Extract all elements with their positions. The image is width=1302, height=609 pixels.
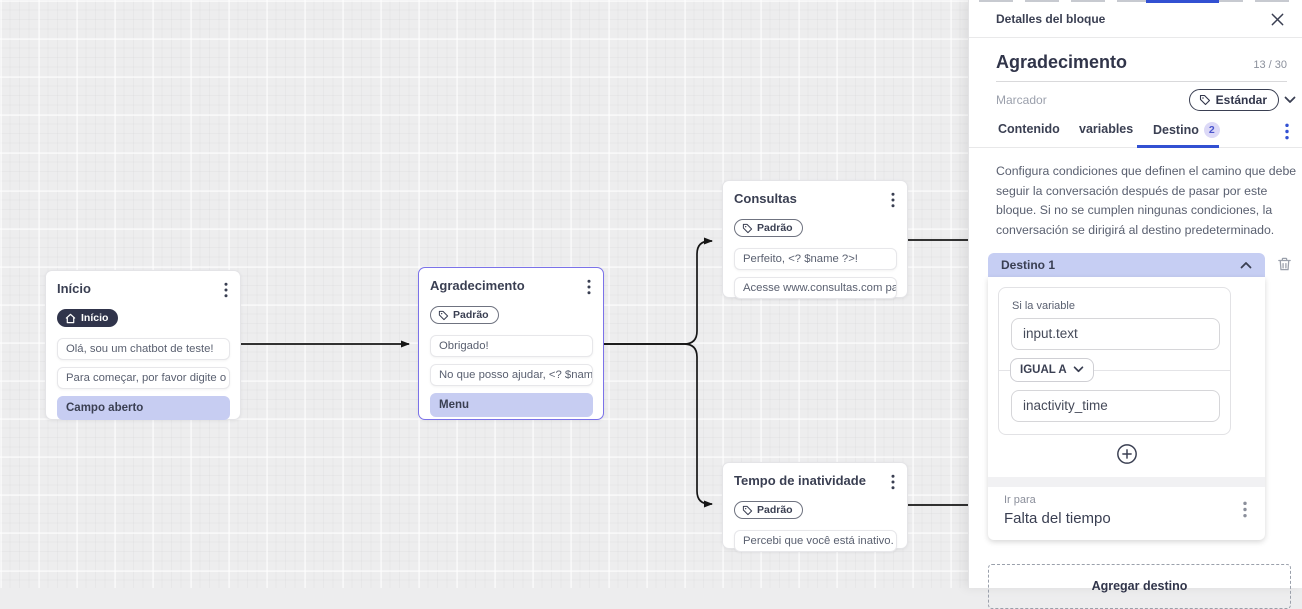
active-tab-underline [1137,145,1219,148]
divider [969,37,1302,38]
chevron-down-icon[interactable] [1284,96,1296,104]
goto-label: Ir para [1004,494,1249,506]
action-row-campo-aberto[interactable]: Campo aberto [57,396,230,420]
message-row[interactable]: Perfeito, <? $name ?>! [734,248,897,270]
node-title: Agradecimento [430,278,525,293]
tab-variables[interactable]: variables [1079,122,1133,136]
message-row[interactable]: No que posso ajudar, <? $name ... [430,364,593,386]
message-row[interactable]: Obrigado! [430,335,593,357]
kebab-menu-icon[interactable] [889,473,897,496]
add-condition-button[interactable] [1116,443,1138,465]
block-name-underline [996,81,1287,82]
chevron-up-icon[interactable] [1240,261,1252,269]
tag-icon [742,505,753,516]
node-agradecimento[interactable]: Agradecimento Padrão Obrigado! No que po… [418,267,604,420]
tag-icon [438,310,449,321]
panel-tabs: Contenido variables Destino 2 [969,118,1302,148]
condition-box: Si la variable IGUAL A [998,287,1231,435]
tab-destino-label: Destino [1153,123,1199,137]
start-badge-label: Início [81,312,108,324]
marker-value-label: Estándar [1216,93,1267,107]
node-title: Início [57,281,91,296]
node-tempo-inatividade[interactable]: Tempo de inatividade Padrão Percebi que … [722,462,908,549]
condition-value-input[interactable] [1011,390,1220,422]
kebab-menu-icon[interactable] [1243,501,1247,523]
marker-value-pill[interactable]: Estándar [1189,89,1279,111]
panel-title: Detalles del bloque [996,12,1105,26]
kebab-menu-icon[interactable] [222,281,230,304]
condition-variable-label: Si la variable [1012,300,1230,312]
destination-header[interactable]: Destino 1 [988,253,1265,277]
chevron-down-icon [1073,366,1084,373]
node-title: Consultas [734,191,797,206]
kebab-menu-icon[interactable] [889,191,897,214]
clipped-tab-active-underline [1146,0,1219,3]
close-icon[interactable] [1270,12,1285,27]
trash-icon[interactable] [1276,255,1293,273]
block-name[interactable]: Agradecimento [996,52,1127,73]
node-title: Tempo de inatividade [734,473,866,488]
tab-destino[interactable]: Destino 2 [1153,122,1220,138]
home-icon [65,313,76,324]
block-details-panel: Detalles del bloque Agradecimento 13 / 3… [968,0,1302,588]
start-badge: Início [57,309,118,327]
kebab-menu-icon[interactable] [1285,123,1289,145]
kebab-menu-icon[interactable] [585,278,593,301]
operator-dropdown[interactable]: IGUAL A [1010,358,1094,382]
tag-pill-label: Padrão [453,309,489,321]
tab-contenido[interactable]: Contenido [998,122,1060,136]
tag-pill-label: Padrão [757,222,793,234]
destination-title: Destino 1 [1001,258,1055,272]
add-destination-button[interactable]: Agregar destino [988,564,1291,609]
message-row[interactable]: Olá, sou um chatbot de teste! [57,338,230,360]
node-inicio[interactable]: Início Início Olá, sou um chatbot de tes… [45,270,241,420]
message-row[interactable]: Para começar, por favor digite o ... [57,367,230,389]
destination-card: Destino 1 Si la variable IGUAL A [988,253,1265,540]
goto-value[interactable]: Falta del tiempo [1004,510,1249,527]
tag-pill: Padrão [734,219,803,237]
tag-pill: Padrão [430,306,499,324]
message-row[interactable]: Percebi que você está inativo. C... [734,530,897,552]
node-consultas[interactable]: Consultas Padrão Perfeito, <? $name ?>! … [722,180,908,298]
condition-variable-input[interactable] [1011,318,1220,350]
operator-value: IGUAL A [1020,364,1067,376]
edge-agradecimento-tempo [604,344,712,504]
action-row-menu[interactable]: Menu [430,393,593,417]
message-row[interactable]: Acesse www.consultas.com par... [734,277,897,299]
marker-label: Marcador [996,93,1047,107]
plus-icon [1116,443,1138,465]
char-counter: 13 / 30 [1253,59,1287,71]
tag-icon [742,223,753,234]
destination-count-badge: 2 [1204,122,1220,138]
clipped-tabbar-remnant [979,0,1292,2]
card-separator [988,477,1265,487]
tag-pill-label: Padrão [757,504,793,516]
destination-description: Configura condiciones que definen el cam… [996,162,1299,241]
tag-pill: Padrão [734,501,803,519]
tag-icon [1199,94,1211,106]
edge-agradecimento-consultas [604,241,712,344]
